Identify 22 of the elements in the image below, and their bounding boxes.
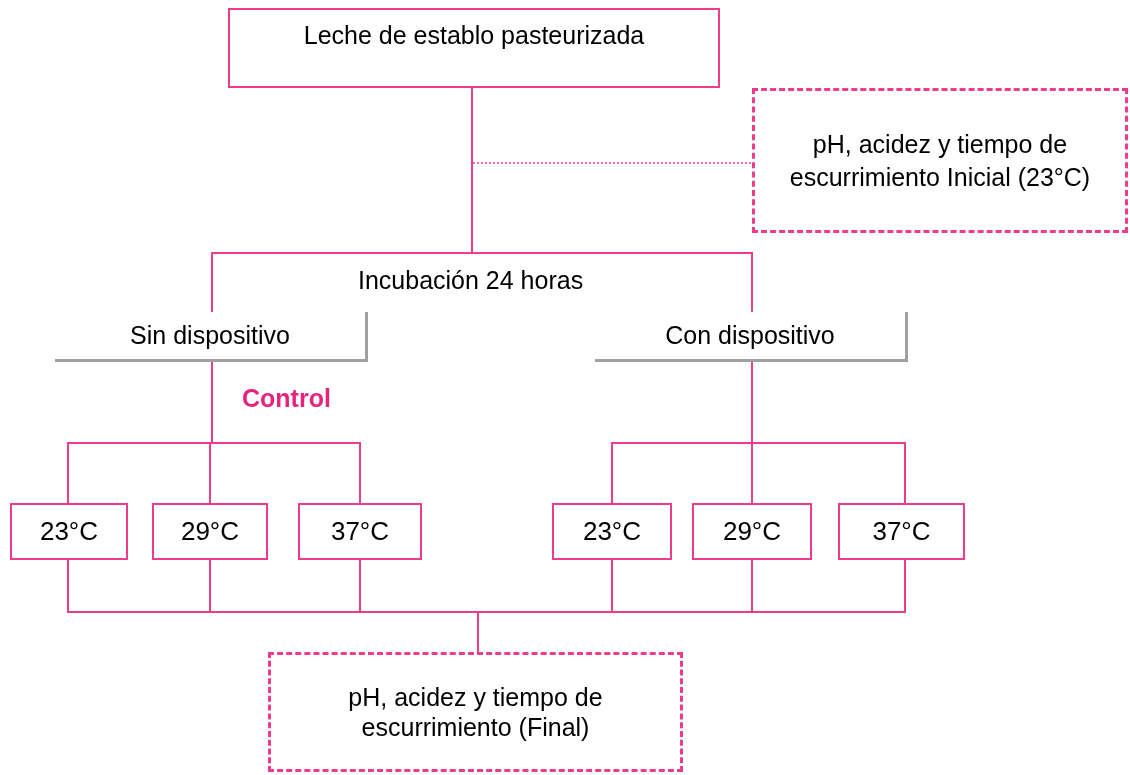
measurement-box [268, 652, 683, 772]
temperature-box [692, 503, 812, 560]
connector-line [751, 361, 906, 504]
box-text: Sin dispositivo [130, 319, 290, 351]
box-text: 29°C [180, 515, 240, 548]
temperature-box [298, 503, 422, 560]
connector-line [211, 361, 361, 504]
box-text: pH, acidez y tiempo de escurrimiento Inicial (23°C) [788, 129, 1092, 193]
box-text: 23°C [582, 515, 642, 548]
box-text: 29°C [722, 515, 782, 548]
box-text: 23°C [39, 515, 99, 548]
temperature-box [152, 503, 268, 560]
box-text: 37°C [330, 515, 390, 548]
box-text: pH, acidez y tiempo de escurrimiento (Final) [347, 682, 604, 742]
measurement-box [752, 88, 1128, 233]
temperature-box [10, 503, 128, 560]
box-text: Con dispositivo [665, 319, 835, 351]
temperature-box [552, 503, 672, 560]
box-text: Leche de establo pasteurizada [303, 20, 645, 52]
box-text: 37°C [872, 515, 931, 548]
process-box [228, 8, 720, 88]
temperature-box [838, 503, 965, 560]
